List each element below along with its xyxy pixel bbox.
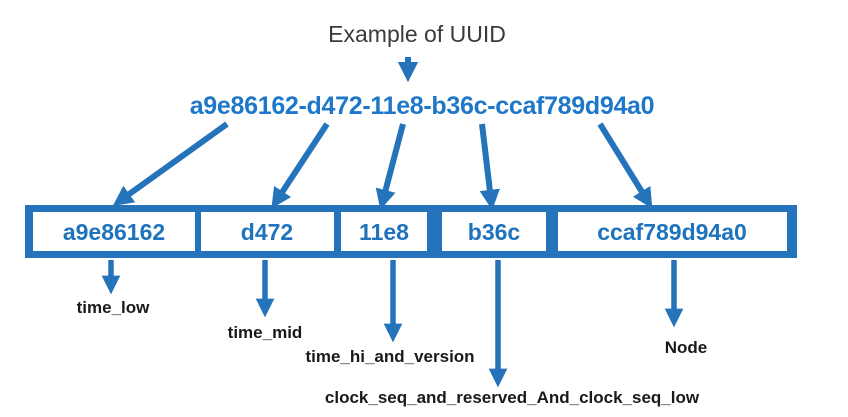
uuid-to-box-arrow-time-mid-icon	[271, 122, 330, 209]
uuid-string: a9e86162-d472-11e8-b36c-ccaf789d94a0	[190, 92, 655, 120]
segment-box-time-hi	[341, 212, 427, 251]
segment-value-time-mid: d472	[241, 219, 293, 245]
segment-box-time-low	[33, 212, 195, 251]
segment-value-time-low: a9e86162	[63, 219, 165, 245]
field-label-time-mid: time_mid	[228, 323, 303, 342]
uuid-to-box-arrow-node-icon	[597, 122, 653, 209]
diagram-title: Example of UUID	[328, 21, 506, 47]
uuid-to-box-arrow-time-low-icon	[112, 121, 229, 206]
field-label-time-low: time_low	[77, 298, 151, 317]
uuid-to-box-arrow-clock-seq-icon	[479, 123, 500, 211]
field-label-node: Node	[665, 338, 708, 357]
uuid-to-box-arrow-time-hi-icon	[375, 123, 406, 210]
segment-value-clock-seq: b36c	[468, 219, 521, 245]
segment-box-time-mid	[201, 212, 334, 251]
segment-value-time-hi: 11e8	[359, 219, 409, 245]
segment-box-node	[558, 212, 787, 251]
segment-value-node: ccaf789d94a0	[597, 219, 747, 245]
field-label-time-hi: time_hi_and_version	[305, 347, 474, 366]
field-label-clock-seq: clock_seq_and_reserved_And_clock_seq_low	[325, 388, 700, 407]
segment-box-clock-seq	[442, 212, 546, 251]
